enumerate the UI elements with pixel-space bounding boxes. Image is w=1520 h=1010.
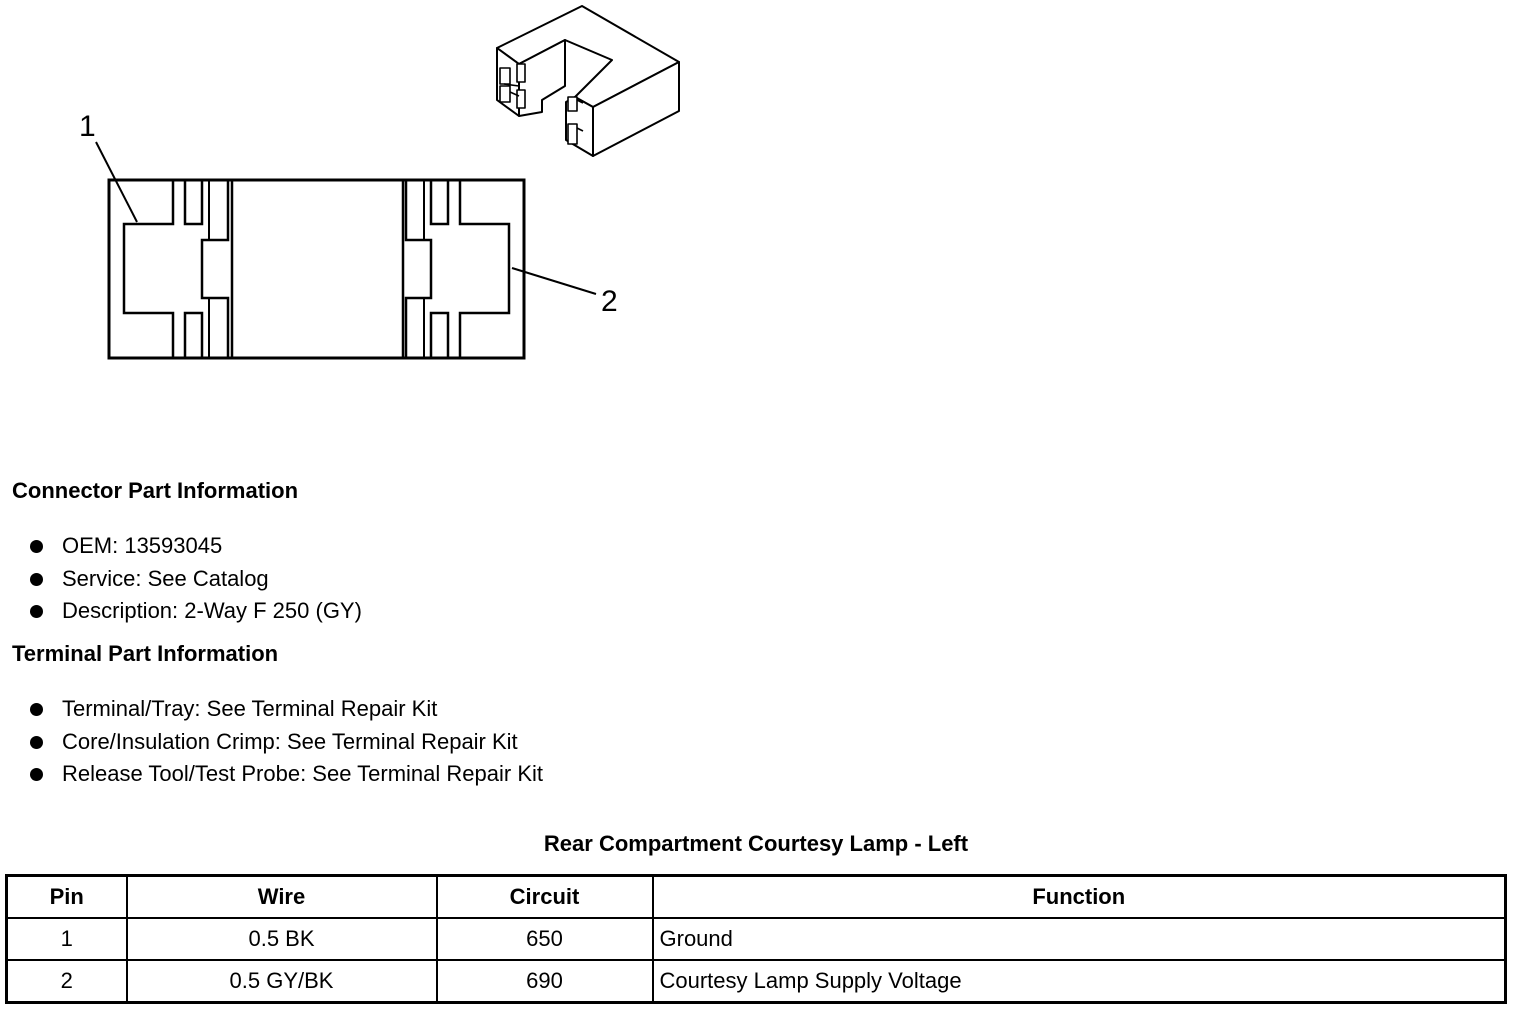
connector-isometric-view	[496, 5, 680, 157]
callout-label-1: 1	[79, 110, 96, 143]
list-item-text: Service: See Catalog	[62, 565, 269, 591]
connector-slot-inner-wall	[518, 39, 566, 117]
connector-face-outline	[107, 178, 526, 360]
pinout-table: Pin Wire Circuit Function 1 0.5 BK 650 G…	[5, 874, 1507, 1004]
list-item: Release Tool/Test Probe: See Terminal Re…	[28, 758, 543, 791]
column-header-wire: Wire	[125, 874, 438, 919]
column-header-pin: Pin	[5, 874, 128, 919]
cell-function: Ground	[651, 917, 1507, 961]
terminal-cavity-1	[122, 178, 230, 360]
list-item-text: Description: 2-Way F 250 (GY)	[62, 598, 362, 623]
list-item: Core/Insulation Crimp: See Terminal Repa…	[28, 726, 543, 759]
callout-label-2: 2	[601, 285, 618, 318]
table-row: 1 0.5 BK 650 Ground	[5, 917, 1507, 961]
cell-wire: 0.5 BK	[125, 917, 438, 961]
list-item: Terminal/Tray: See Terminal Repair Kit	[28, 693, 543, 726]
cell-pin: 2	[5, 959, 128, 1004]
callout-leader-2	[511, 267, 597, 295]
list-item-text: Core/Insulation Crimp: See Terminal Repa…	[62, 728, 518, 754]
column-header-function: Function	[651, 874, 1507, 919]
connector-face-view	[107, 178, 526, 360]
connector-right-side	[592, 61, 680, 157]
table-header-row: Pin Wire Circuit Function	[5, 874, 1507, 919]
column-header-circuit: Circuit	[435, 874, 654, 919]
list-item-text: Release Tool/Test Probe: See Terminal Re…	[62, 761, 543, 786]
connector-diagram: 1 2	[79, 5, 680, 360]
connector-info-list: OEM: 13593045 Service: See Catalog Descr…	[28, 530, 362, 628]
table-caption: Rear Compartment Courtesy Lamp - Left	[543, 831, 969, 856]
terminal-info-list: Terminal/Tray: See Terminal Repair Kit C…	[28, 693, 543, 791]
connector-info-title: Connector Part Information	[12, 478, 299, 503]
bullet-dot	[30, 572, 43, 586]
bullet-dot	[30, 540, 43, 553]
terminal-cavity-2	[404, 178, 511, 360]
bullet-dot	[30, 768, 43, 781]
cell-function: Courtesy Lamp Supply Voltage	[651, 959, 1507, 1004]
cell-circuit: 650	[435, 917, 654, 961]
bullet-dot	[30, 735, 43, 749]
callout-leader-1	[95, 141, 138, 223]
list-item: OEM: 13593045	[28, 530, 362, 563]
bullet-dot	[30, 703, 43, 716]
list-item: Description: 2-Way F 250 (GY)	[28, 595, 362, 628]
callout-leaders	[95, 141, 597, 295]
table-row: 2 0.5 GY/BK 690 Courtesy Lamp Supply Vol…	[5, 959, 1507, 1004]
connector-center-body	[230, 180, 405, 358]
terminal-info-title: Terminal Part Information	[12, 641, 279, 666]
list-item: Service: See Catalog	[28, 563, 362, 596]
connector-latch-details	[499, 63, 584, 145]
list-item-text: OEM: 13593045	[62, 533, 223, 558]
bullet-dot	[30, 605, 43, 618]
cell-circuit: 690	[435, 959, 654, 1004]
list-item-text: Terminal/Tray: See Terminal Repair Kit	[62, 696, 438, 721]
cell-wire: 0.5 GY/BK	[125, 959, 438, 1004]
cell-pin: 1	[5, 917, 128, 961]
